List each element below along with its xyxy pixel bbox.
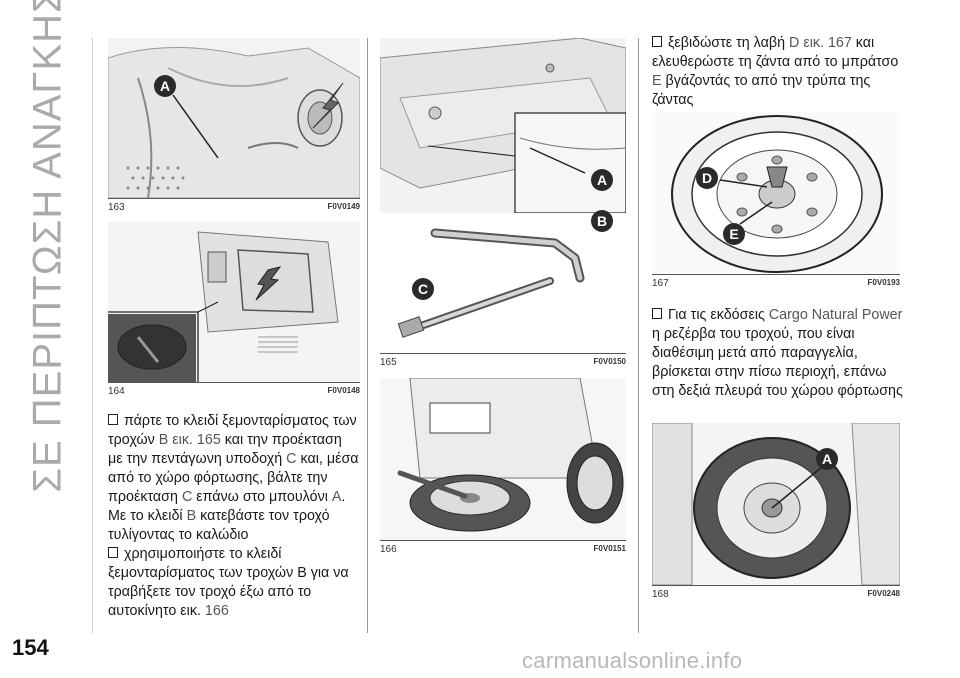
- figure-166-illustration: [380, 378, 626, 540]
- figure-164-illustration: [108, 222, 360, 382]
- badge-d: D: [696, 167, 718, 189]
- badge-e: E: [723, 223, 745, 245]
- column-separator-2: [638, 38, 639, 633]
- checkbox-bullet-icon: [652, 308, 662, 319]
- svg-text:E: E: [729, 226, 738, 242]
- figure-number: 167: [652, 278, 669, 289]
- badge-a: A: [591, 169, 613, 191]
- figure-164: 164 F0V0148: [108, 222, 360, 398]
- badge-a: A: [816, 448, 838, 470]
- figure-caption: 163 F0V0149: [108, 198, 360, 215]
- checkbox-bullet-icon: [108, 547, 118, 558]
- checkbox-bullet-icon: [108, 414, 118, 425]
- figure-163: A 163 F0V0149: [108, 38, 360, 214]
- figure-code: F0V0248: [867, 589, 900, 598]
- figure-166: 166 F0V0151: [380, 378, 626, 556]
- svg-text:D: D: [702, 170, 712, 186]
- figure-165: A B C 165 F0V0150: [380, 38, 626, 368]
- watermark: carmanualsonline.info: [522, 648, 743, 673]
- svg-text:B: B: [597, 213, 607, 229]
- instruction-2: χρησιμοποιήστε το κλειδί ξεμονταρίσματος…: [108, 546, 349, 619]
- svg-text:A: A: [822, 451, 832, 467]
- figure-165-illustration: A B C: [380, 38, 626, 353]
- checkbox-bullet-icon: [652, 36, 662, 47]
- svg-text:A: A: [160, 78, 170, 94]
- column-separator-1: [367, 38, 368, 633]
- figure-code: F0V0151: [593, 544, 626, 553]
- figure-167: D E 167 F0V0193: [652, 112, 900, 290]
- instruction-3: ξεβιδώστε τη λαβή D εικ. 167 και ελευθερ…: [652, 35, 899, 108]
- instruction-1: πάρτε το κλειδί ξεμονταρίσματος των τροχ…: [108, 413, 359, 543]
- badge-b: B: [591, 210, 613, 232]
- figure-code: F0V0149: [327, 202, 360, 211]
- figure-caption: 165 F0V0150: [380, 353, 626, 370]
- title-separator: [92, 38, 93, 633]
- figure-code: F0V0193: [867, 278, 900, 287]
- figure-caption: 166 F0V0151: [380, 540, 626, 557]
- figure-167-illustration: D E: [652, 112, 900, 274]
- figure-code: F0V0148: [327, 386, 360, 395]
- figure-168-illustration: A: [652, 423, 900, 585]
- figure-code: F0V0150: [593, 357, 626, 366]
- instruction-4: Για τις εκδόσεις Cargo Natural Power η ρ…: [652, 307, 903, 399]
- svg-text:A: A: [597, 172, 607, 188]
- chapter-title: ΣΕ ΠΕΡΙΠΤΩΣΗ ΑΝΑΓΚΗΣ: [25, 0, 70, 493]
- figure-caption: 164 F0V0148: [108, 382, 360, 399]
- figure-number: 164: [108, 386, 125, 397]
- figure-number: 163: [108, 202, 125, 213]
- badge-c: C: [412, 278, 434, 300]
- figure-number: 166: [380, 544, 397, 555]
- figure-caption: 168 F0V0248: [652, 585, 900, 602]
- badge-a: A: [154, 75, 176, 97]
- page-number: 154: [12, 635, 49, 660]
- chapter-title-vertical: ΣΕ ΠΕΡΙΠΤΩΣΗ ΑΝΑΓΚΗΣ: [8, 0, 88, 493]
- figure-168: A 168 F0V0248: [652, 423, 900, 601]
- svg-text:C: C: [418, 281, 428, 297]
- figure-number: 168: [652, 589, 669, 600]
- figure-caption: 167 F0V0193: [652, 274, 900, 291]
- figure-number: 165: [380, 357, 397, 368]
- figure-163-illustration: A: [108, 38, 360, 198]
